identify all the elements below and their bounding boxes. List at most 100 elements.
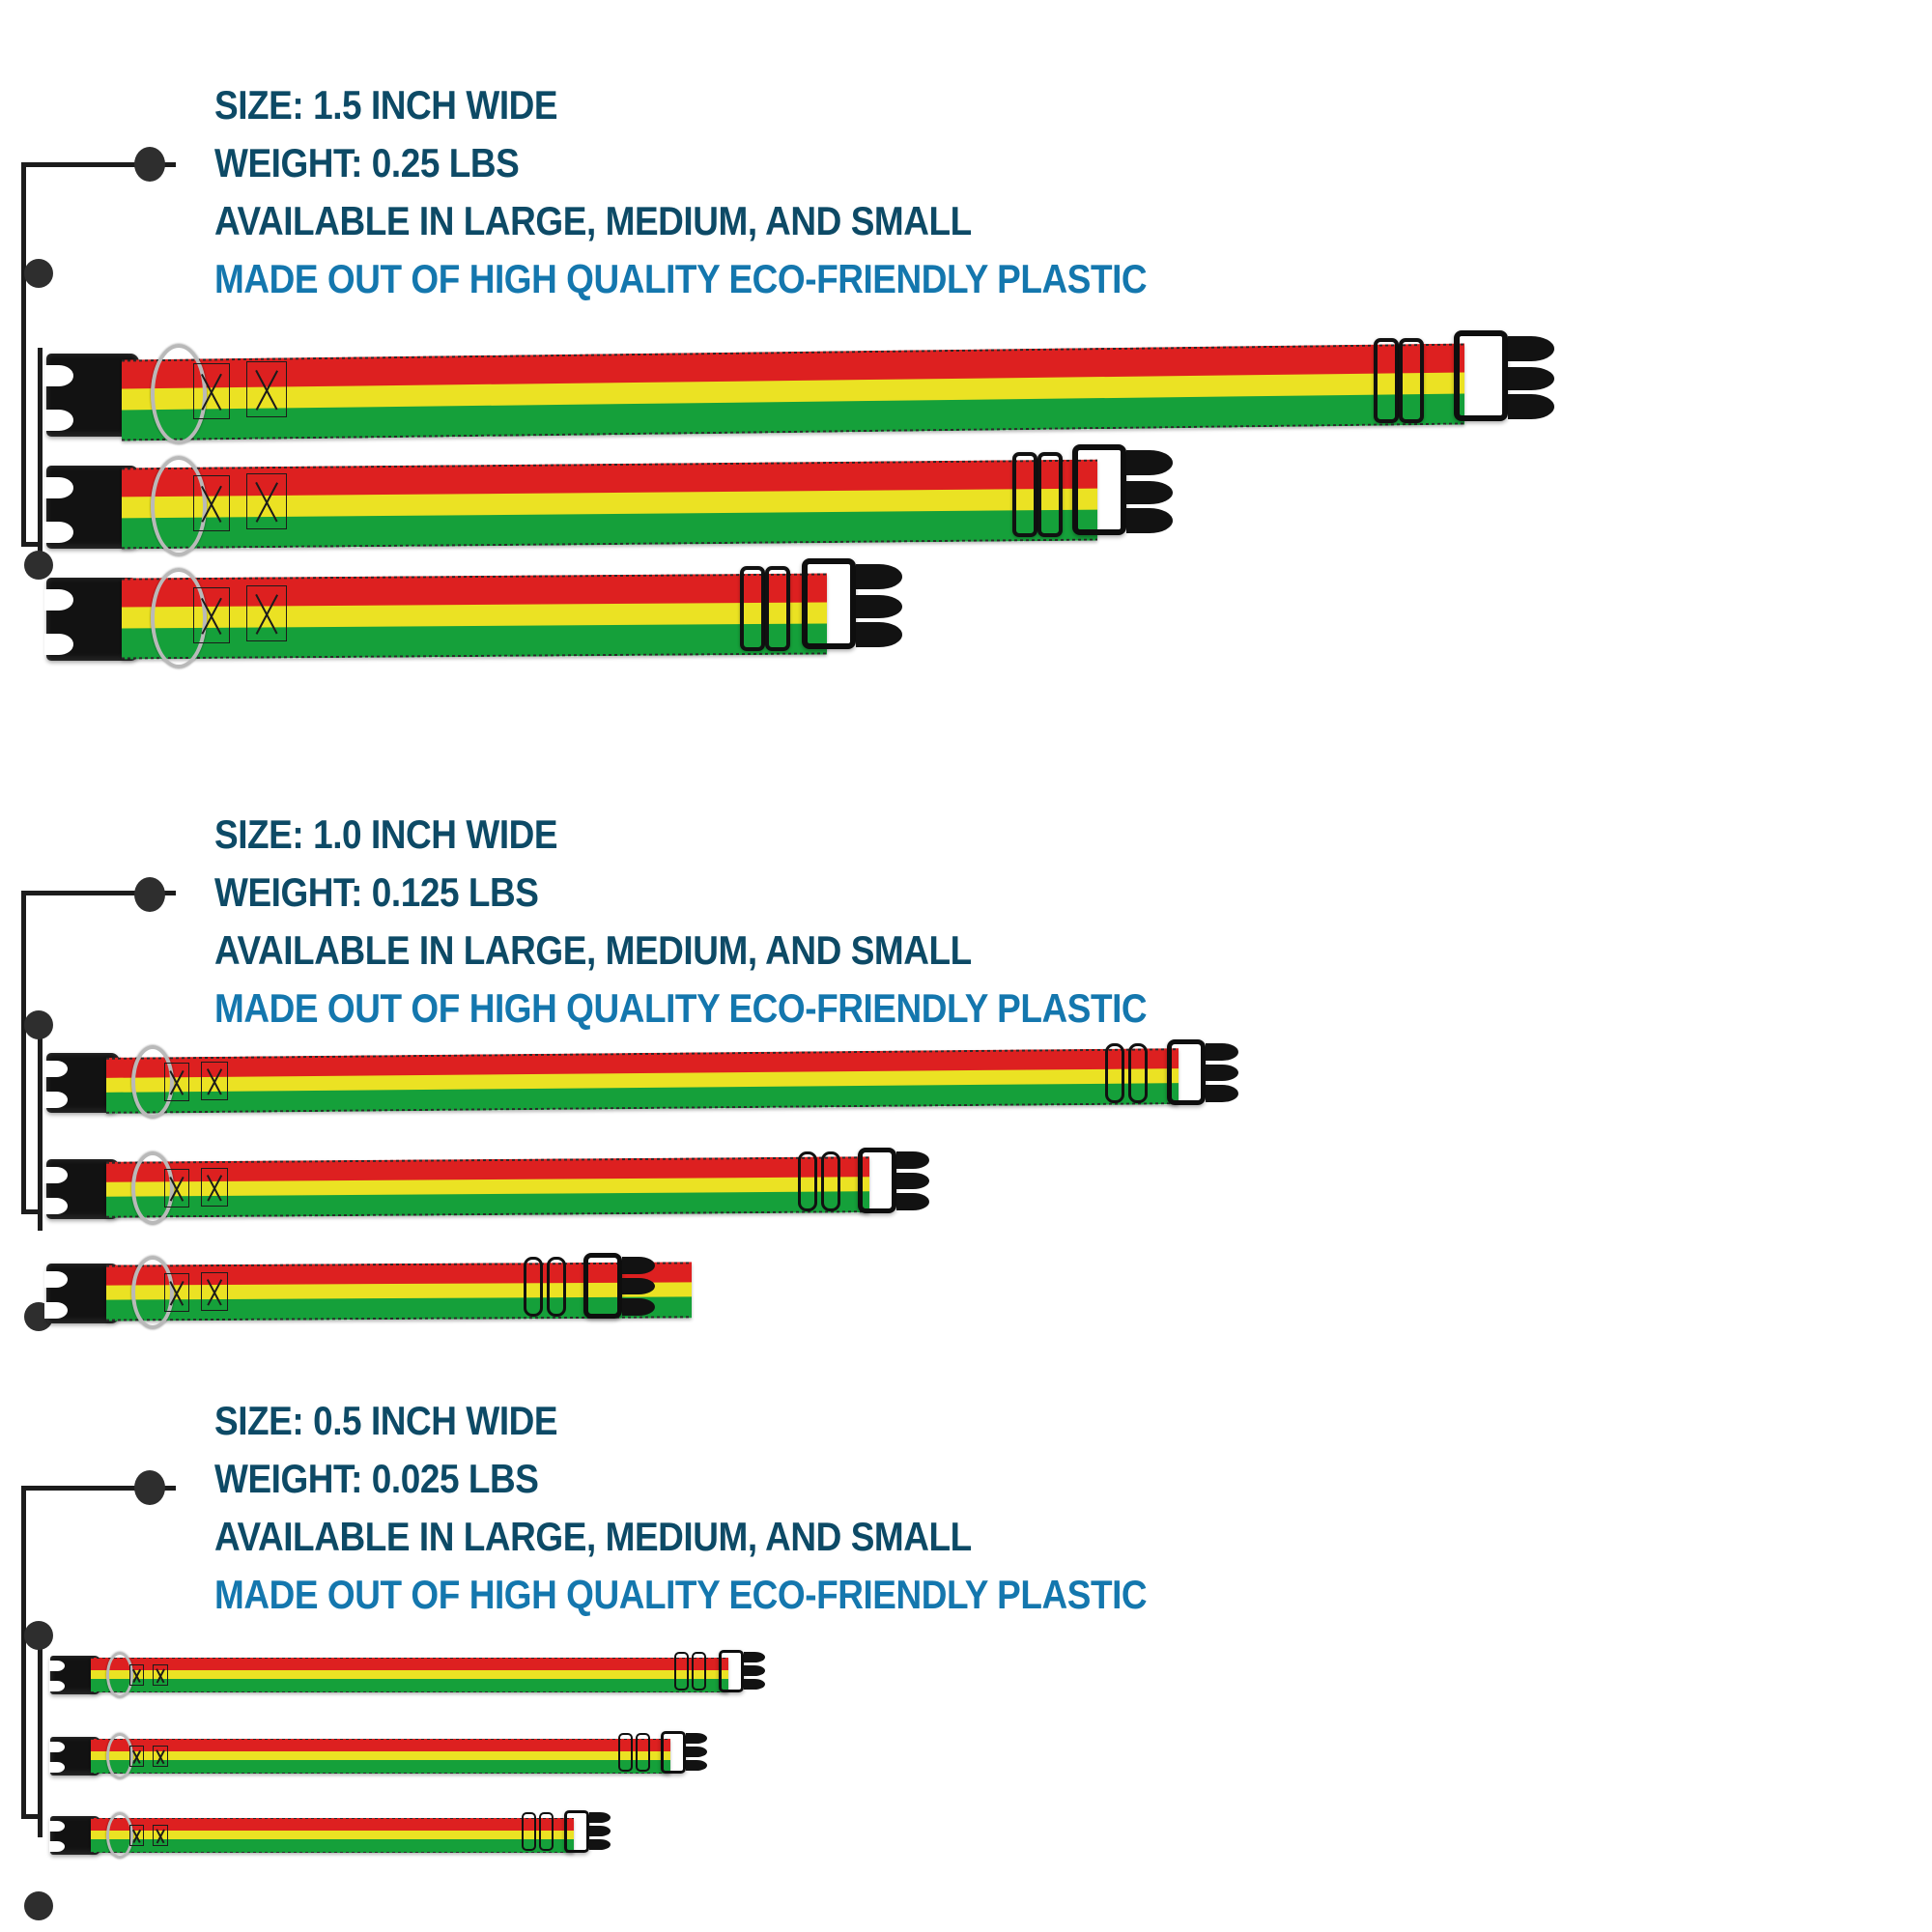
leader-line-horizontal-top bbox=[21, 891, 176, 895]
keeper-loop-2[interactable] bbox=[1399, 338, 1424, 423]
collar-0-5-small[interactable] bbox=[49, 1808, 726, 1859]
leader-line-horizontal-bottom bbox=[21, 1814, 43, 1819]
keeper-loop-2[interactable] bbox=[539, 1812, 554, 1851]
tri-glide-frame-buckle[interactable] bbox=[802, 558, 856, 649]
leader-line-vertical bbox=[21, 1486, 26, 1818]
buckle-prong-bottom bbox=[744, 1679, 765, 1690]
collar-1-0-small[interactable] bbox=[44, 1252, 935, 1329]
weight-label: WEIGHT: 0.25 LBS bbox=[214, 140, 520, 185]
bracket-dot-bottom-section-3 bbox=[24, 1891, 53, 1920]
leader-line-horizontal-top bbox=[21, 162, 176, 167]
tri-glide-frame-buckle[interactable] bbox=[1072, 444, 1126, 535]
bracket-dot-top-section-2 bbox=[24, 1010, 53, 1039]
keeper-loop-2[interactable] bbox=[821, 1151, 840, 1211]
keeper-loop-1[interactable] bbox=[1374, 338, 1399, 423]
stitch-box-2 bbox=[246, 473, 287, 529]
stripe-yellow bbox=[91, 1751, 670, 1762]
collar-0-5-large[interactable] bbox=[49, 1648, 900, 1698]
bracket-dot-top-section-1 bbox=[24, 259, 53, 288]
tri-glide-frame-buckle[interactable] bbox=[719, 1650, 744, 1692]
webbing-strap bbox=[91, 1739, 670, 1774]
collar-0-5-medium[interactable] bbox=[49, 1729, 823, 1779]
tri-glide-frame-buckle[interactable] bbox=[1167, 1039, 1206, 1105]
material-label: MADE OUT OF HIGH QUALITY ECO-FRIENDLY PL… bbox=[214, 985, 1148, 1031]
buckle-prong-top bbox=[1206, 1043, 1238, 1061]
buckle-prong-middle bbox=[744, 1665, 765, 1676]
stitch-box-2 bbox=[201, 1168, 228, 1207]
collar-1-5-large[interactable] bbox=[44, 330, 1891, 444]
buckle-prong-top bbox=[896, 1151, 929, 1169]
keeper-loop-2[interactable] bbox=[1037, 452, 1063, 537]
collar-1-0-medium[interactable] bbox=[44, 1148, 1109, 1225]
stitch-box-1 bbox=[164, 1273, 189, 1312]
buckle-prong-top bbox=[1508, 336, 1554, 361]
stitch-edge-bottom bbox=[91, 1691, 728, 1692]
buckle-prong-middle bbox=[1126, 481, 1173, 504]
buckle-prong-bottom bbox=[1206, 1085, 1238, 1102]
buckle-prong-middle bbox=[856, 595, 902, 618]
leader-line-horizontal-top bbox=[21, 1486, 176, 1491]
callout-dot-section-3 bbox=[134, 1470, 165, 1505]
webbing-strap bbox=[91, 1658, 728, 1692]
buckle-prong-bottom bbox=[856, 622, 902, 647]
tri-glide-frame-buckle[interactable] bbox=[564, 1810, 589, 1853]
collar-1-5-medium[interactable] bbox=[44, 444, 1611, 556]
leader-line-vertical bbox=[21, 162, 26, 547]
keeper-loop-2[interactable] bbox=[636, 1733, 650, 1772]
leader-line-vertical-lower bbox=[38, 1030, 43, 1231]
keeper-loop-1[interactable] bbox=[522, 1812, 536, 1851]
buckle-prong-top bbox=[1126, 450, 1173, 475]
keeper-loop-1[interactable] bbox=[1012, 452, 1037, 537]
tri-glide-frame-buckle[interactable] bbox=[858, 1148, 896, 1213]
bracket-dot-top-section-3 bbox=[24, 1621, 53, 1650]
leader-line-vertical bbox=[21, 891, 26, 1213]
stitch-edge-top bbox=[91, 1739, 670, 1740]
collar-1-0-large[interactable] bbox=[44, 1039, 1418, 1119]
buckle-prong-middle bbox=[622, 1278, 655, 1294]
stripe-red bbox=[91, 1739, 670, 1752]
keeper-loop-1[interactable] bbox=[674, 1652, 689, 1690]
tri-glide-frame-buckle[interactable] bbox=[583, 1253, 622, 1319]
buckle-prong-bottom bbox=[1508, 394, 1554, 419]
size-label: SIZE: 1.5 INCH WIDE bbox=[214, 82, 558, 128]
leader-line-horizontal-bottom bbox=[21, 1209, 43, 1214]
callout-dot-section-2 bbox=[134, 877, 165, 912]
collar-1-5-small[interactable] bbox=[44, 558, 1302, 668]
buckle-prong-bottom bbox=[896, 1193, 929, 1210]
tri-glide-frame-buckle[interactable] bbox=[1454, 330, 1508, 421]
stitch-box-1 bbox=[193, 363, 230, 419]
keeper-loop-1[interactable] bbox=[524, 1257, 543, 1317]
weight-label: WEIGHT: 0.125 LBS bbox=[214, 869, 539, 915]
stitch-box-1 bbox=[129, 1746, 144, 1767]
buckle-prong-bottom bbox=[1126, 508, 1173, 533]
stitch-box-2 bbox=[153, 1746, 168, 1767]
tri-glide-frame-buckle[interactable] bbox=[661, 1731, 686, 1774]
keeper-loop-1[interactable] bbox=[740, 566, 765, 651]
weight-label: WEIGHT: 0.025 LBS bbox=[214, 1456, 539, 1501]
callout-size-1-0-inch: SIZE: 1.0 INCH WIDE WEIGHT: 0.125 LBS AV… bbox=[214, 814, 1274, 1029]
callout-size-1-5-inch: SIZE: 1.5 INCH WIDE WEIGHT: 0.25 LBS AVA… bbox=[214, 85, 1274, 299]
availability-label: AVAILABLE IN LARGE, MEDIUM, AND SMALL bbox=[214, 927, 972, 973]
keeper-loop-1[interactable] bbox=[1105, 1043, 1124, 1103]
buckle-prong-bottom bbox=[622, 1298, 655, 1316]
stripe-green bbox=[91, 1839, 574, 1853]
keeper-loop-2[interactable] bbox=[547, 1257, 566, 1317]
buckle-prong-top bbox=[589, 1812, 611, 1823]
availability-label: AVAILABLE IN LARGE, MEDIUM, AND SMALL bbox=[214, 1514, 972, 1559]
keeper-loop-1[interactable] bbox=[618, 1733, 633, 1772]
keeper-loop-2[interactable] bbox=[692, 1652, 706, 1690]
leader-bracket-section-3 bbox=[0, 1439, 193, 1845]
stripe-yellow bbox=[91, 1831, 574, 1841]
keeper-loop-2[interactable] bbox=[1128, 1043, 1148, 1103]
callout-size-0-5-inch: SIZE: 0.5 INCH WIDE WEIGHT: 0.025 LBS AV… bbox=[214, 1401, 1274, 1615]
buckle-prong-bottom bbox=[589, 1839, 611, 1850]
keeper-loop-1[interactable] bbox=[798, 1151, 817, 1211]
stripe-red bbox=[91, 1818, 574, 1832]
stitch-edge-bottom bbox=[91, 1773, 670, 1774]
keeper-loop-2[interactable] bbox=[765, 566, 790, 651]
stitch-box-2 bbox=[153, 1825, 168, 1846]
material-label: MADE OUT OF HIGH QUALITY ECO-FRIENDLY PL… bbox=[214, 1572, 1148, 1617]
size-label: SIZE: 0.5 INCH WIDE bbox=[214, 1398, 558, 1443]
stripe-green bbox=[91, 1760, 670, 1774]
webbing-strap bbox=[91, 1818, 574, 1853]
